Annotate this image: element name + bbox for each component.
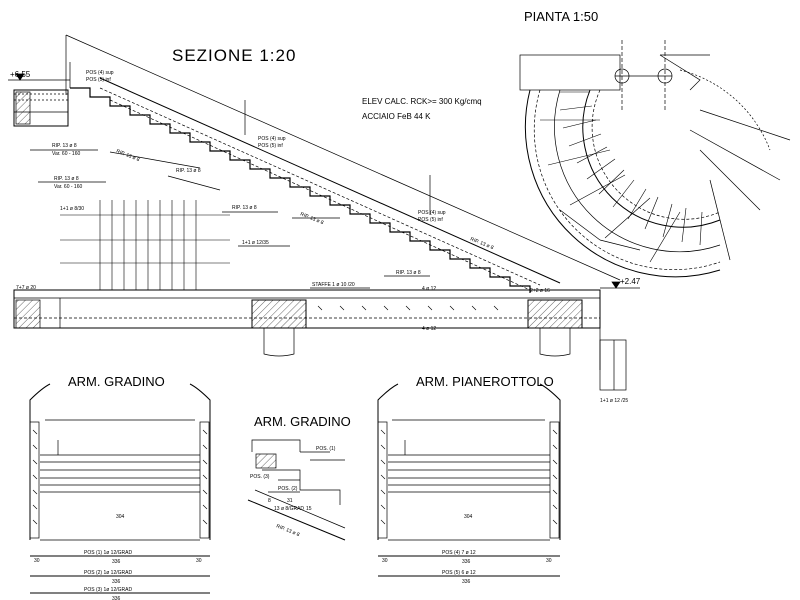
step-rebar-left-labels: 304 POS (1) 1ø 12/GRAD 30 30 336 POS (2)… [34,514,202,600]
dimension-label: 336 [112,596,121,600]
bars-1225-label: 1+1 ø 12 /25 [600,398,628,404]
dimension-label: 30 [196,558,202,564]
bars-bottom-label: 4 ø 12 [422,326,436,332]
pos4-sup-label: POS (4) sup [418,210,446,216]
bars-top-label: 4 ø 12 [422,286,436,292]
pos4-sup-label: POS (4) sup [86,70,114,76]
step-rebar-title-center: ARM. GRADINO [254,414,351,429]
var-range-label: Var. 60 - 160 [52,151,80,157]
rip-label: RIP. 13 ø 8 [275,523,300,538]
landing-rebar-labels: 304 POS (4) 7 ø 12 30 30 336 POS (5) 6 ø… [382,514,552,585]
landing-rebar-title: ARM. PIANEROTTOLO [416,374,554,389]
section-title: SEZIONE 1:20 [172,46,296,65]
pos5-inf-label: POS (5) inf [86,77,111,83]
pos1-label: POS. (1) [316,446,336,452]
stair-plan [519,40,791,278]
pos1-label: POS (1) 1ø 12/GRAD [84,550,132,556]
step-rebar-detail-center [247,439,346,541]
var-range-label: Var. 60 - 160 [54,184,82,190]
steel-spec: ACCIAIO FeB 44 K [362,112,431,121]
pos4-label: POS (4) 7 ø 12 [442,550,476,556]
dimension-label: 30 [34,558,40,564]
stair-section: +6.55 +2.47 [8,34,641,391]
step-rebar-title-left: ARM. GRADINO [68,374,165,389]
bars-830-label: 1+1 ø 8/30 [60,206,84,212]
stirrups-label: STAFFE 1 ø 10 /20 [312,282,355,288]
rip-var-label: RIP. 13 ø 8 [52,143,77,149]
landing-rebar-detail [377,383,561,577]
dimension-label: 336 [462,559,471,565]
rip-var-label: RIP. 13 ø 8 [54,176,79,182]
concrete-spec: ELEV CALC. RCK>= 300 Kg/cmq [362,97,482,106]
rip-label: RIP. 13 ø 8 [232,205,257,211]
dimension-label: 336 [462,579,471,585]
rip-label: RIP. 13 ø 8 [396,270,421,276]
pos5-inf-label: POS (5) inf [258,143,283,149]
dimension-label: 336 [112,559,121,565]
pos3-label: POS (3) 1ø 12/GRAD [84,587,132,593]
dimension-label: 31 [287,498,293,504]
section-annotations: POS (4) sup POS (5) inf POS (4) sup POS … [16,70,628,404]
rip-label: RIP. 13 ø 8 [299,211,324,226]
plan-title: PIANTA 1:50 [524,9,598,24]
dimension-label: 30 [546,558,552,564]
rip-label: RIP. 13 ø 8 [115,148,140,163]
pos2-label: POS. (2) [278,486,298,492]
pos5-label: POS (5) 6 ø 12 [442,570,476,576]
dimension-label: 304 [464,514,473,520]
level-marker-bottom [600,281,640,289]
level-bottom-label: +2.47 [620,277,641,286]
bars-1235-label: 1+1 ø 12/35 [242,240,269,246]
bars-720-label: 7+7 ø 20 [16,285,36,291]
dimension-label: 30 [382,558,388,564]
step-rebar-detail-left [29,383,211,594]
pos3-label: POS. (3) [250,474,270,480]
pos5-inf-label: POS (5) inf [418,217,443,223]
dimension-label: 336 [112,579,121,585]
dimension-label: 15 [306,506,312,512]
bars-22-label: 2+2 ø 16 [530,288,550,294]
pos4-sup-label: POS (4) sup [258,136,286,142]
level-marker-top [8,73,70,81]
dimension-label: 8 [268,498,271,504]
dimension-label: 304 [116,514,125,520]
stirrups-label: 13 ø 8/GRAD [274,506,304,512]
level-top-label: +6.55 [10,70,31,79]
pos2-label: POS (2) 1ø 12/GRAD [84,570,132,576]
rip-label: RIP. 13 ø 8 [176,168,201,174]
